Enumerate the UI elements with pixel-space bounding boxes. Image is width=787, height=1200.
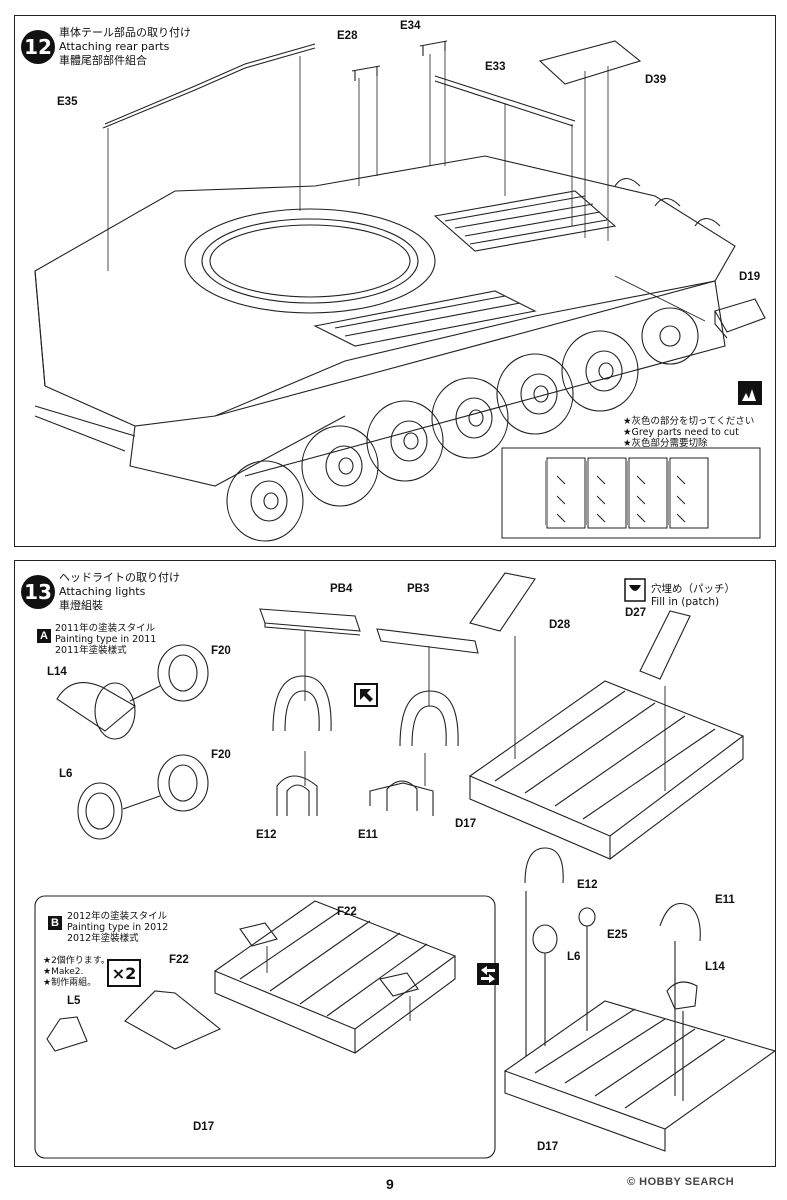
- cut-note-en: ★Grey parts need to cut: [623, 427, 739, 438]
- part-label-e33: E33: [485, 61, 506, 73]
- rear-parts-drawing: [34, 40, 766, 542]
- step-12-number: 12: [21, 30, 55, 64]
- part-label-e34: E34: [400, 20, 421, 32]
- step-12-title-jp: 車体テール部品の取り付け: [59, 26, 191, 39]
- part-label-e28: E28: [337, 30, 358, 42]
- variant-b-line1: 2012年の塗装スタイル: [67, 911, 168, 922]
- part-label-l14-a: L14: [47, 666, 67, 678]
- part-label-d27: D27: [625, 607, 647, 619]
- part-label-d28: D28: [549, 619, 571, 631]
- page-number: 9: [386, 1176, 394, 1192]
- variant-a-line1: 2011年の塗装スタイル: [55, 623, 156, 634]
- part-label-f20-a2: F20: [211, 749, 231, 761]
- part-label-e12: E12: [256, 829, 277, 841]
- make-two-jp: ★2個作ります。: [43, 956, 110, 966]
- variant-b-line3: 2012年塗裝樣式: [67, 933, 139, 944]
- step-13-title: ヘッドライトの取り付け Attaching lights 車燈組裝: [59, 571, 180, 613]
- times-two-badge: ×2: [107, 959, 141, 987]
- step-13-title-jp: ヘッドライトの取り付け: [59, 571, 180, 584]
- make-two-note: ★2個作ります。 ★Make2. ★制作兩組。: [43, 956, 110, 989]
- variant-a-badge: A: [37, 629, 51, 643]
- part-label-l6-a: L6: [59, 768, 73, 780]
- step-12-title-en: Attaching rear parts: [59, 40, 170, 53]
- part-label-l5: L5: [67, 995, 81, 1007]
- part-label-l14-b: L14: [705, 961, 725, 973]
- part-label-l6-b: L6: [567, 951, 581, 963]
- step-13-title-en: Attaching lights: [59, 585, 146, 598]
- part-label-e35: E35: [57, 96, 78, 108]
- lights-drawing: [34, 572, 775, 1159]
- part-label-f22-b-top: F22: [337, 906, 357, 918]
- cut-note-cn: ★灰色部分需要切除: [623, 438, 708, 449]
- cut-note-jp: ★灰色の部分を切ってください: [623, 416, 755, 427]
- variant-a-caption: 2011年の塗装スタイル Painting type in 2011 2011年…: [55, 623, 156, 656]
- part-label-e12-b: E12: [577, 879, 598, 891]
- part-label-e11-b: E11: [715, 894, 735, 906]
- variant-a-line3: 2011年塗裝樣式: [55, 645, 127, 656]
- step-13-title-cn: 車燈組裝: [59, 599, 103, 612]
- variant-b-line2: Painting type in 2012: [67, 922, 169, 933]
- part-label-e25: E25: [607, 929, 628, 941]
- step-13-panel: 13 ヘッドライトの取り付け Attaching lights 車燈組裝 A 2…: [14, 560, 776, 1167]
- part-label-f22-b-left: F22: [169, 954, 189, 966]
- part-label-f20-a1: F20: [211, 645, 231, 657]
- hobby-search-watermark: © HOBBY SEARCH: [627, 1176, 735, 1188]
- make-two-en: ★Make2.: [43, 967, 84, 977]
- part-label-d17-c: D17: [537, 1141, 559, 1153]
- part-label-d17-b: D17: [193, 1121, 215, 1133]
- variant-b-badge: B: [48, 916, 62, 930]
- variant-b-caption: 2012年の塗装スタイル Painting type in 2012 2012年…: [67, 911, 168, 944]
- part-label-d19: D19: [739, 271, 761, 283]
- variant-a-line2: Painting type in 2011: [55, 634, 157, 645]
- step-13-number: 13: [21, 575, 55, 609]
- part-label-d17-a: D17: [455, 818, 477, 830]
- part-label-e11: E11: [358, 829, 378, 841]
- part-label-d39: D39: [645, 74, 667, 86]
- patch-note-jp: 穴埋め（パッチ）: [651, 583, 735, 595]
- step-12-title: 車体テール部品の取り付け Attaching rear parts 車體尾部部件…: [59, 26, 191, 68]
- patch-note: 穴埋め（パッチ） Fill in (patch): [651, 583, 735, 609]
- patch-note-en: Fill in (patch): [651, 596, 720, 608]
- cut-note: ★灰色の部分を切ってください ★Grey parts need to cut ★…: [623, 416, 754, 449]
- make-two-cn: ★制作兩組。: [43, 978, 97, 988]
- part-label-pb4: PB4: [330, 583, 353, 595]
- step-12-panel: 12 車体テール部品の取り付け Attaching rear parts 車體尾…: [14, 15, 776, 547]
- step-12-title-cn: 車體尾部部件組合: [59, 54, 147, 67]
- part-label-pb3: PB3: [407, 583, 430, 595]
